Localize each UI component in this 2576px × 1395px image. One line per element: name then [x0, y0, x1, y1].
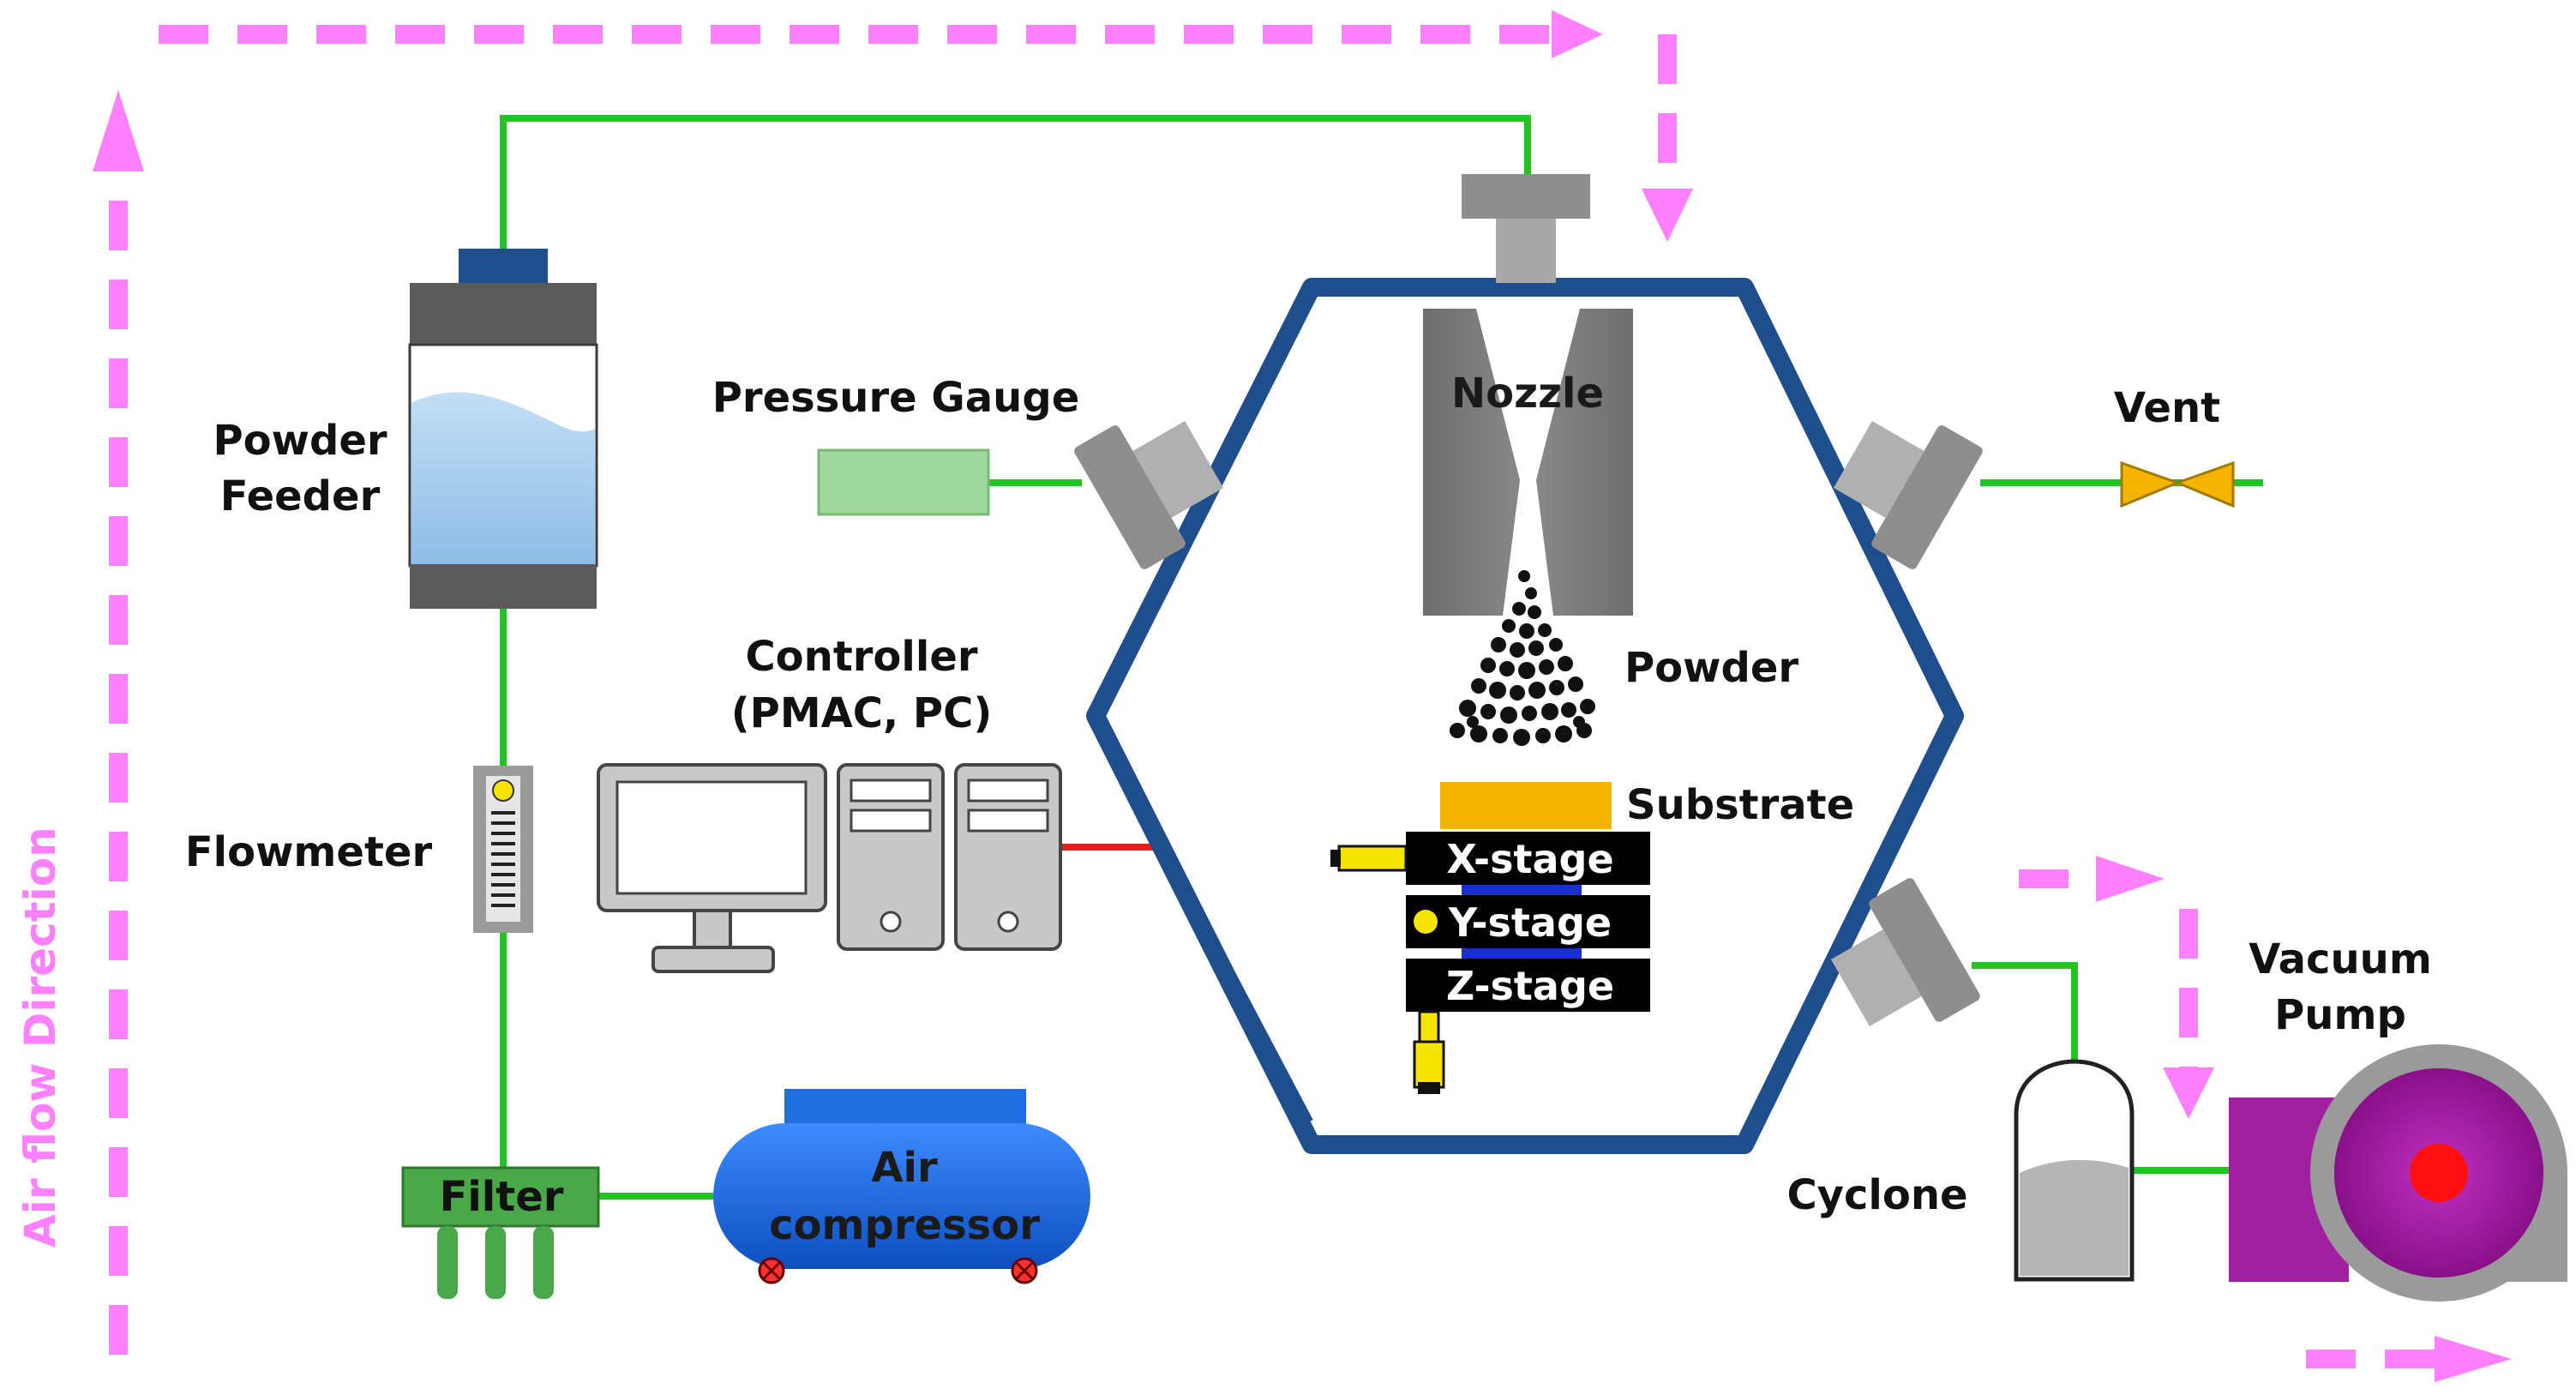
controller-label-line2: (PMAC, PC) — [731, 689, 993, 737]
gas-line-port-to-cyclone — [1972, 962, 2078, 1063]
arrowhead-right-icon — [2435, 1336, 2512, 1382]
air-compressor — [713, 1089, 1090, 1284]
gas-line-feeder-to-nozzle — [500, 115, 1531, 250]
cyclone-label: Cyclone — [1786, 1171, 1967, 1219]
air-compressor-label-line1: Air — [871, 1144, 938, 1192]
pressure-gauge — [817, 448, 990, 516]
vacuum-pump — [2229, 1044, 2567, 1302]
z-stage-label: Z-stage — [1446, 963, 1614, 1009]
substrate — [1440, 782, 1612, 829]
substrate-label: Substrate — [1626, 781, 1854, 829]
x-stage-motor-icon — [1330, 845, 1408, 872]
stage-spacer-xy — [1462, 885, 1582, 895]
chamber-port-pressure-gauge — [1074, 421, 1224, 569]
powder-particles — [1450, 570, 1595, 746]
air-flow-arrowheads — [93, 10, 2512, 1382]
powder-feeder-label-line1: Powder — [213, 417, 387, 465]
compressor-wheel-icon — [758, 1257, 785, 1284]
pressure-gauge-label: Pressure Gauge — [712, 374, 1080, 422]
pump-rotor-icon — [2410, 1144, 2468, 1202]
controller-pc-tower — [837, 763, 945, 951]
xyz-stage — [1406, 832, 1650, 1012]
feeder-top-band — [410, 283, 597, 345]
compressor-wheel-icon — [1011, 1257, 1038, 1284]
arrowhead-down-icon — [1642, 189, 1693, 242]
chamber-port-cyclone — [1830, 878, 1980, 1026]
controller-monitor — [597, 763, 827, 973]
z-stage-motor-icon — [1413, 1010, 1445, 1094]
air-flow-arrows — [109, 25, 2435, 1368]
air-compressor-label-line2: compressor — [769, 1201, 1040, 1249]
air-flow-direction-label: Air flow Direction — [15, 827, 65, 1248]
powder-feeder-label-line2: Feeder — [220, 472, 381, 520]
controller-cable-sheath — [1171, 857, 1313, 1121]
nozzle-cap — [1462, 174, 1590, 219]
controller-pmac-tower — [954, 763, 1062, 951]
feeder-powder-fill — [411, 392, 595, 564]
gas-lines — [500, 115, 2263, 1200]
vacuum-pump-label-line2: Pump — [2274, 991, 2406, 1039]
arrowhead-up-icon — [93, 90, 144, 171]
nozzle-label: Nozzle — [1451, 370, 1604, 418]
filter — [401, 1166, 600, 1299]
filter-label: Filter — [440, 1173, 564, 1221]
nozzle — [1423, 174, 1633, 616]
y-stage-motor-icon — [1414, 910, 1438, 934]
z-stage — [1406, 959, 1650, 1012]
powder-label: Powder — [1624, 644, 1798, 692]
vent-valve-icon — [2120, 460, 2235, 508]
vent-label: Vent — [2114, 384, 2220, 432]
flowmeter — [473, 766, 533, 933]
cyclone — [2014, 1059, 2135, 1282]
flowmeter-label: Flowmeter — [185, 828, 433, 876]
arrowhead-down-icon — [2163, 1067, 2214, 1119]
feeder-cap — [459, 249, 548, 283]
nozzle-throat — [1476, 309, 1580, 616]
feeder-bottom-band — [410, 564, 597, 609]
y-stage — [1406, 895, 1650, 948]
arrowhead-right-icon — [2096, 856, 2165, 902]
y-stage-label: Y-stage — [1448, 899, 1612, 946]
powder-feeder — [408, 249, 598, 609]
controller-label-line1: Controller — [745, 633, 977, 681]
chamber-port-vent — [1833, 421, 1983, 569]
vacuum-pump-label-line1: Vacuum — [2249, 935, 2432, 983]
arrowhead-right-icon — [1552, 10, 1603, 58]
nozzle-neck — [1496, 219, 1556, 283]
x-stage — [1406, 832, 1650, 885]
x-stage-label: X-stage — [1446, 836, 1613, 882]
stage-spacer-yz — [1462, 948, 1582, 959]
